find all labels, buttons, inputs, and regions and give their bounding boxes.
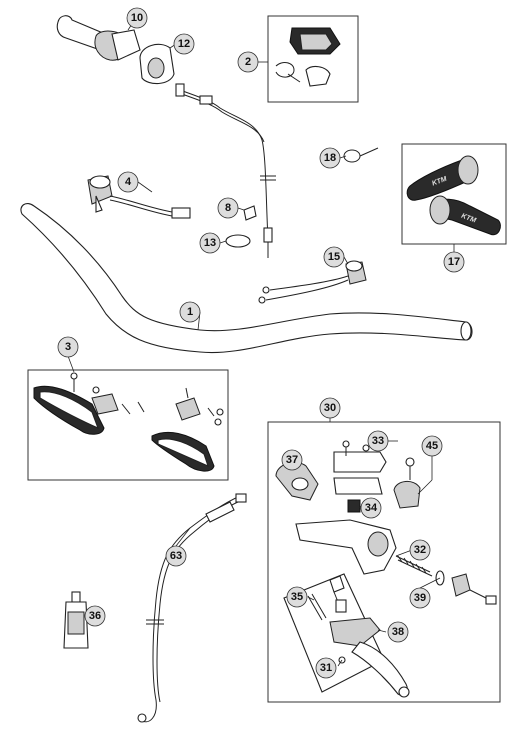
svg-text:18: 18 xyxy=(324,152,336,164)
callout-35: 35 xyxy=(286,586,308,608)
callout-4: 4 xyxy=(117,171,139,193)
callout-31: 31 xyxy=(315,657,337,679)
throttle-tube-part xyxy=(56,15,141,61)
callout-63: 63 xyxy=(165,545,187,567)
handlebar-part xyxy=(20,203,473,354)
callout-3: 3 xyxy=(57,336,79,358)
kill-switch-part xyxy=(258,260,367,304)
svg-text:10: 10 xyxy=(131,12,143,24)
hydraulic-oil-bottle-part xyxy=(63,591,89,649)
svg-text:3: 3 xyxy=(65,341,71,353)
part-box-30 xyxy=(267,421,501,703)
svg-text:34: 34 xyxy=(365,502,378,514)
callout-37: 37 xyxy=(281,449,303,471)
svg-text:13: 13 xyxy=(204,237,216,249)
svg-text:8: 8 xyxy=(225,202,231,214)
svg-text:12: 12 xyxy=(178,38,190,50)
callout-12: 12 xyxy=(173,33,195,55)
throttle-cable-part xyxy=(175,83,276,258)
svg-text:1: 1 xyxy=(187,306,193,318)
callout-10: 10 xyxy=(126,7,148,29)
svg-text:2: 2 xyxy=(245,56,251,68)
callout-17: 17 xyxy=(443,251,465,273)
callout-8: 8 xyxy=(217,197,239,219)
callout-32: 32 xyxy=(409,539,431,561)
svg-text:38: 38 xyxy=(392,626,404,638)
callout-34: 34 xyxy=(360,497,382,519)
callout-15: 15 xyxy=(323,246,345,268)
throttle-housing-part xyxy=(139,43,175,85)
handlebar-grips-part: KTM KTM xyxy=(406,155,501,236)
throttle-cover-part xyxy=(275,27,341,87)
svg-text:4: 4 xyxy=(125,176,132,188)
handguard-kit-part xyxy=(33,372,224,472)
master-cylinder-part xyxy=(275,440,497,698)
callout-2: 2 xyxy=(237,51,259,73)
callout-45: 45 xyxy=(421,435,443,457)
svg-text:33: 33 xyxy=(372,435,384,447)
clip-part xyxy=(243,205,257,221)
svg-text:36: 36 xyxy=(89,610,101,622)
svg-text:45: 45 xyxy=(426,440,438,452)
callout-39: 39 xyxy=(409,587,431,609)
o-ring-part xyxy=(225,234,251,248)
svg-text:31: 31 xyxy=(320,662,332,674)
callout-30: 30 xyxy=(319,397,341,419)
callout-36: 36 xyxy=(84,605,106,627)
grip-brand-label-2: KTM xyxy=(460,213,477,225)
svg-text:39: 39 xyxy=(414,592,426,604)
svg-text:15: 15 xyxy=(328,251,340,263)
svg-text:63: 63 xyxy=(170,550,182,562)
callout-1: 1 xyxy=(179,301,201,323)
clutch-cable-part xyxy=(137,493,247,723)
part-box-3 xyxy=(27,369,229,481)
svg-text:32: 32 xyxy=(414,544,426,556)
spring-ring-part xyxy=(343,147,379,163)
part-box-2 xyxy=(267,15,359,103)
svg-text:30: 30 xyxy=(324,402,336,414)
grip-brand-label: KTM xyxy=(431,176,448,188)
callout-33: 33 xyxy=(367,430,389,452)
callout-18: 18 xyxy=(319,147,341,169)
svg-text:37: 37 xyxy=(286,454,298,466)
svg-text:35: 35 xyxy=(291,591,303,603)
svg-text:17: 17 xyxy=(448,256,460,268)
callout-38: 38 xyxy=(387,621,409,643)
callout-13: 13 xyxy=(199,232,221,254)
switch-part xyxy=(87,175,191,219)
